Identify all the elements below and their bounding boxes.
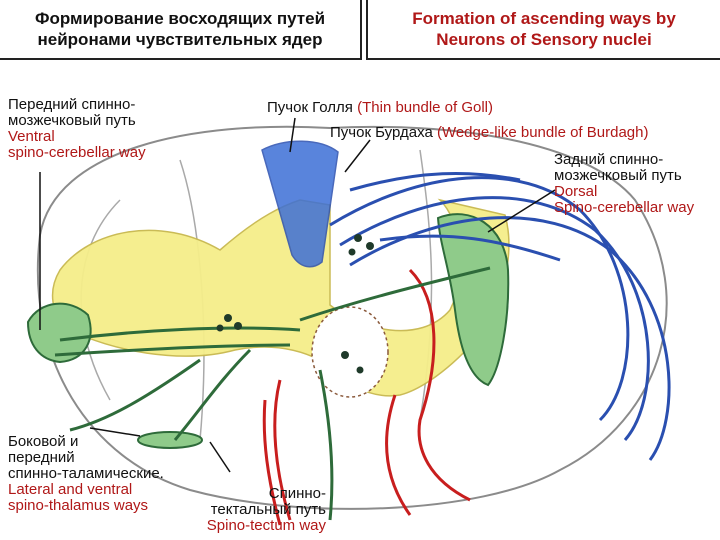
blue-fiber-4	[379, 234, 561, 262]
label-dorsal-sc-ru2: мозжечковый путь	[554, 167, 682, 184]
label-spinotectal-ru1: Спинно-	[268, 485, 326, 502]
green-fiber-to-ventral-tract-1	[59, 326, 301, 342]
blue-fiber-3	[349, 216, 671, 461]
label-spinothalamic-ru3: спинно-таламические.	[8, 465, 164, 482]
label-burdach-en: (Wedge-like bundle of Burdagh)	[436, 124, 649, 141]
label-spinotectal-en: Spino-tectum way	[206, 517, 326, 534]
neuron-dot	[234, 322, 242, 330]
label-goll-en: (Thin bundle of Goll)	[357, 99, 494, 116]
label-spinothalamic-ru1: Боковой и	[8, 433, 79, 450]
label-goll-bundle: Пучок Голля (Thin bundle of Goll)	[267, 100, 493, 116]
central-nucleus	[311, 306, 389, 398]
arrow-burdach	[344, 139, 371, 173]
blue-fiber-1	[329, 176, 630, 422]
label-spinothalamic-ru2: передний	[8, 449, 75, 466]
neuron-dot	[348, 248, 356, 256]
title-russian: Формирование восходящих путей нейронами …	[0, 0, 362, 60]
label-dorsal-spinocerebellar: Задний спинно- мозжечковый путь Dorsal S…	[554, 152, 694, 216]
red-fiber-1	[408, 268, 471, 502]
label-spinotectal-ru2: тектальный путь	[210, 501, 326, 518]
green-fiber-anterior	[69, 358, 201, 432]
arrow-dorsal-sc	[487, 189, 556, 233]
green-fiber-to-ventral-tract-2	[54, 343, 291, 357]
neuron-dot	[216, 324, 224, 332]
blue-fiber-2	[339, 196, 650, 441]
arrow-spinothalamic	[89, 427, 141, 437]
arrow-goll	[289, 117, 296, 153]
neuron-dot	[224, 314, 232, 322]
title-english: Formation of ascending ways by Neurons o…	[366, 0, 720, 60]
title-russian-line1: Формирование восходящих путей	[34, 9, 326, 28]
neuron-dot	[341, 351, 349, 359]
red-fiber-3	[262, 399, 282, 526]
label-dorsal-sc-ru1: Задний спинно-	[554, 151, 664, 168]
label-spinothalamic-en2: spino-thalamus ways	[8, 497, 149, 514]
dorsal-spinocerebellar-tract	[436, 213, 510, 387]
green-fiber-to-dorsal-tract	[299, 266, 491, 322]
title-english-line2: Neurons of Sensory nuclei	[436, 30, 652, 49]
label-dorsal-sc-en1: Dorsal	[554, 183, 598, 200]
neuron-dot	[354, 234, 362, 242]
label-ventral-spinocerebellar: Передний спинно- мозжечковый путь Ventra…	[8, 97, 146, 161]
red-fiber-4	[385, 394, 412, 516]
title-russian-line2: нейронами чувствительных ядер	[37, 30, 323, 49]
arrow-spinotectal	[209, 441, 231, 473]
title-english-line1: Formation of ascending ways by	[412, 9, 676, 28]
label-dorsal-sc-en2: Spino-cerebellar way	[554, 199, 695, 216]
spinothalamic-tract	[137, 431, 203, 449]
label-ventral-sc-ru2: мозжечковый путь	[8, 112, 136, 129]
goll-bundle	[261, 140, 339, 268]
ventral-spinocerebellar-tract	[26, 302, 92, 364]
neuron-dot	[356, 366, 364, 374]
label-burdach-ru: Пучок Бурдаха	[330, 124, 437, 141]
label-goll-ru: Пучок Голля	[267, 99, 358, 116]
label-ventral-sc-ru1: Передний спинно-	[8, 96, 136, 113]
label-ventral-sc-en2: spino-cerebellar way	[8, 144, 146, 161]
spinal-cord-diagram	[26, 117, 671, 526]
neuron-dot	[366, 242, 374, 250]
green-fiber-spinotectal	[318, 369, 334, 521]
red-fiber-2	[273, 379, 292, 521]
green-fiber-spinothalamic	[173, 348, 252, 441]
label-burdach-bundle: Пучок Бурдаха (Wedge-like bundle of Burd…	[330, 125, 648, 141]
label-ventral-sc-en1: Ventral	[8, 128, 55, 145]
label-spinothalamic-en1: Lateral and ventral	[8, 481, 133, 498]
label-spinothalamic: Боковой и передний спинно-таламические. …	[8, 434, 164, 514]
blue-fiber-5	[349, 171, 521, 192]
label-spinotectal: Спинно- тектальный путь Spino-tectum way	[186, 486, 326, 534]
